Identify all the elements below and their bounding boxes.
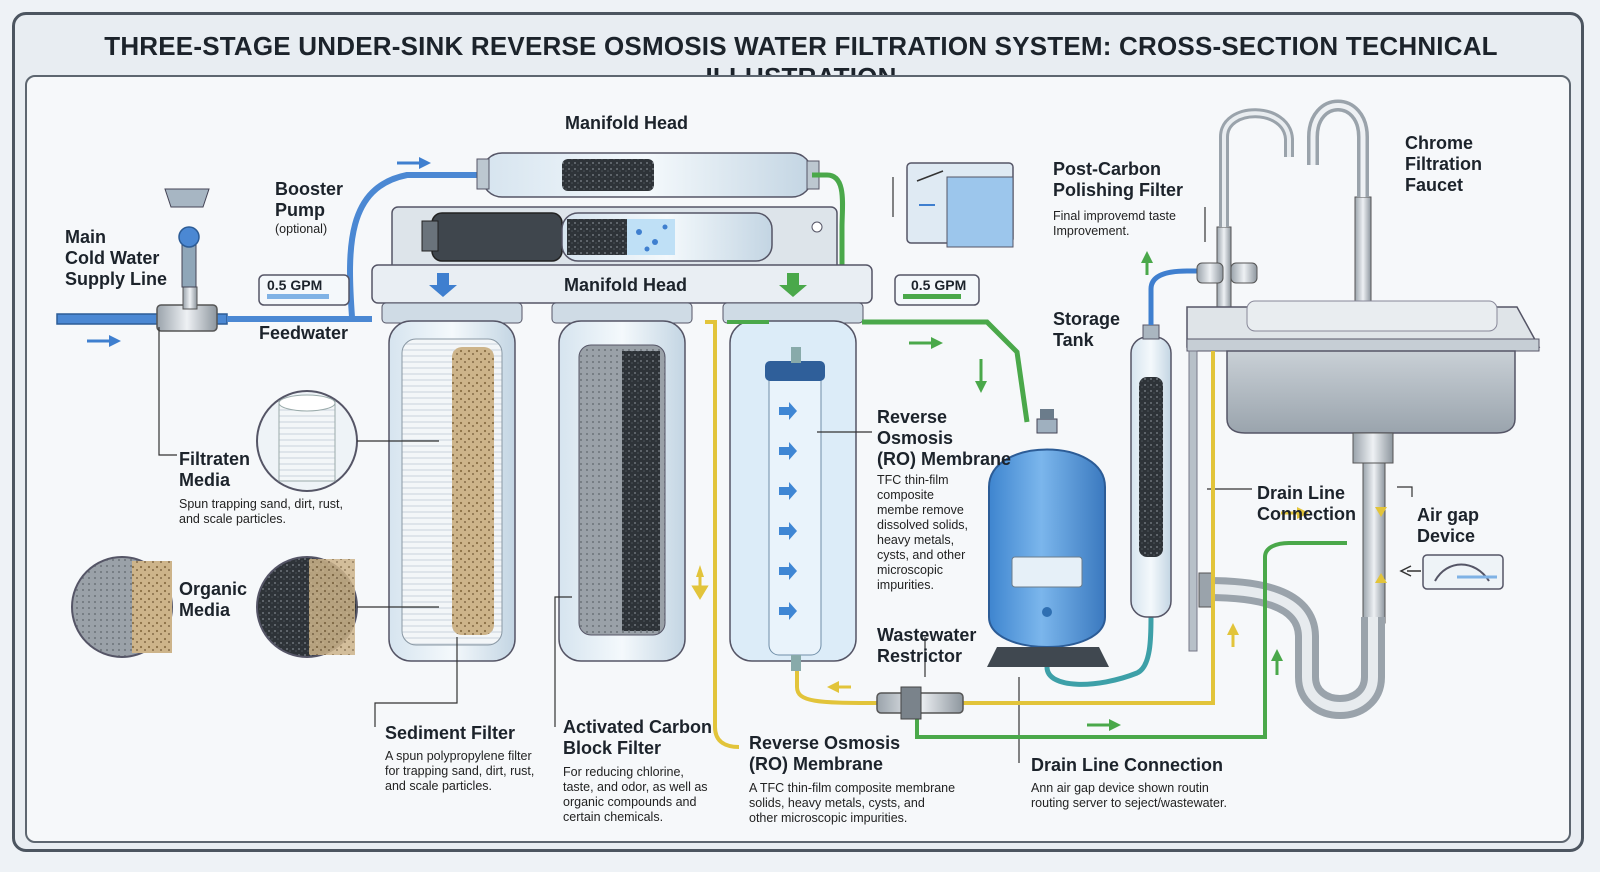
gpm-left-label: 0.5 GPM <box>267 277 323 293</box>
filtraten-media-desc: Spun trapping sand, dirt, rust,and scale… <box>179 497 343 526</box>
organic-media-circles <box>71 556 439 658</box>
manifold-head-bar-label: Manifold Head <box>564 275 688 295</box>
main-faucet-icon <box>1307 99 1385 328</box>
permeate-pipe-top <box>812 172 846 277</box>
carbon-housing <box>551 302 693 662</box>
chrome-faucet-icon <box>1196 108 1294 319</box>
drain-line-green <box>915 541 1347 739</box>
system-illustration <box>56 99 1541 763</box>
filtraten-media-circle <box>256 390 439 492</box>
storage-tank-icon <box>987 409 1109 667</box>
main-supply-pipe <box>56 286 228 332</box>
sediment-housing <box>381 302 523 662</box>
booster-optional-label: (optional) <box>275 222 328 236</box>
sediment-filter-label: Sediment Filter <box>385 723 516 743</box>
diagram-frame: THREE-STAGE UNDER-SINK REVERSE OSMOSIS W… <box>12 12 1584 852</box>
feedwater-label: Feedwater <box>259 323 349 343</box>
flow-arrow-waste <box>691 507 1387 693</box>
permeate-pipe-to-tank <box>862 319 1030 423</box>
supply-valve-icon <box>164 188 210 288</box>
drain-line-bottom-label: Drain Line Connection <box>1031 755 1224 775</box>
tank-outlet-pipe <box>1044 616 1154 687</box>
gpm-right-label: 0.5 GPM <box>911 277 967 293</box>
carbon-filter-desc: For reducing chlorine,taste, and odor, a… <box>563 765 708 824</box>
leader-lines <box>158 207 1413 763</box>
waste-pipe <box>705 320 1215 749</box>
manifold-head-top-label: Manifold Head <box>565 113 689 133</box>
post-carbon-outlet-pipe <box>1148 268 1199 325</box>
ro-detail-inset <box>892 162 1014 248</box>
top-cartridge <box>476 152 820 198</box>
flow-arrow-permeate <box>909 251 1283 731</box>
wastewater-restrictor-icon <box>876 686 964 720</box>
feed-pipe-to-pump <box>347 172 482 318</box>
sink-basin-icon <box>1186 300 1541 434</box>
drain-trap-icon <box>1198 432 1394 719</box>
air-gap-device-icon <box>1399 554 1504 590</box>
post-carbon-filter <box>1130 324 1172 618</box>
booster-pump-icon <box>421 212 773 262</box>
ro-housing <box>722 302 864 671</box>
ro-membrane-bottom-label: Reverse Osmosis(RO) Membrane <box>749 733 901 774</box>
flow-arrow-feed <box>87 157 431 347</box>
